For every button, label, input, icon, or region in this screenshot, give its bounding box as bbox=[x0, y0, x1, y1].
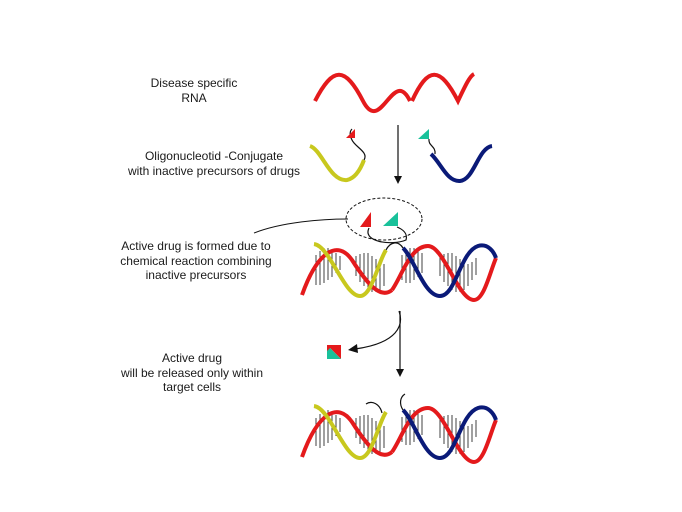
label-active-formed: Active drug is formed due to chemical re… bbox=[108, 239, 284, 283]
label-disease-rna-line2: RNA bbox=[181, 90, 207, 105]
red-precursor-icon-joined bbox=[360, 212, 371, 227]
green-precursor-icon-joined bbox=[383, 212, 398, 226]
helix-bound bbox=[300, 242, 498, 303]
released-linker-left bbox=[365, 401, 383, 414]
yellow-oligo-linker bbox=[349, 128, 366, 161]
yellow-oligo-strand bbox=[308, 144, 366, 182]
blue-oligo-strand bbox=[429, 144, 493, 183]
callout-line bbox=[253, 218, 349, 234]
label-active-formed-line1: Active drug is formed due to bbox=[121, 239, 271, 253]
label-disease-rna-line1: Disease specific bbox=[150, 76, 238, 90]
label-released-line1: Active drug bbox=[161, 351, 223, 365]
label-conjugate: Oligonucleotid -Conjugate with inactive … bbox=[116, 149, 312, 178]
label-active-formed-line3: inactive precursors bbox=[145, 268, 247, 282]
label-active-formed-line2: chemical reaction combining bbox=[120, 253, 272, 268]
label-released: Active drug will be released only within… bbox=[104, 351, 280, 395]
blue-oligo-linker bbox=[428, 138, 436, 155]
curved-arrow-shaft bbox=[354, 310, 402, 350]
label-conjugate-line2: with inactive precursors of drugs bbox=[127, 163, 301, 178]
curved-arrow-icon bbox=[348, 344, 358, 353]
released-linker-right bbox=[399, 393, 406, 411]
label-disease-rna: Disease specific RNA bbox=[134, 76, 254, 105]
helix-released bbox=[300, 393, 498, 465]
active-drug-icon bbox=[327, 345, 341, 359]
label-conjugate-line1: Oligonucleotid -Conjugate bbox=[144, 149, 284, 163]
label-released-line3: target cells bbox=[162, 380, 222, 394]
dashed-precursor-ring bbox=[345, 197, 423, 241]
joined-linker bbox=[367, 226, 407, 244]
disease-rna-strand bbox=[313, 72, 476, 114]
green-precursor-icon bbox=[418, 129, 429, 139]
red-precursor-icon bbox=[346, 129, 355, 138]
down-arrow-icon-2 bbox=[396, 369, 404, 377]
down-arrow-icon bbox=[394, 176, 402, 184]
label-released-line2: will be released only within bbox=[120, 365, 264, 380]
